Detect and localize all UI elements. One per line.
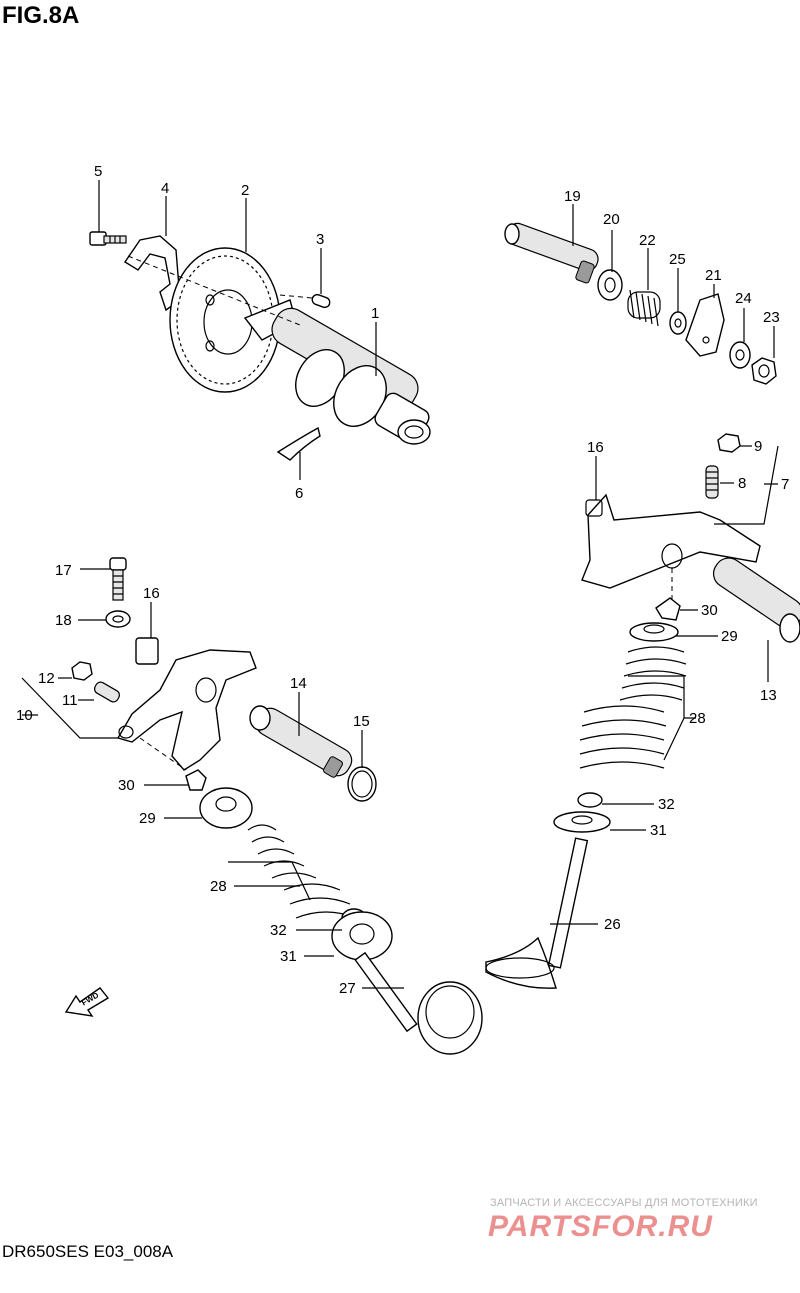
callout-17: 17	[55, 562, 72, 579]
callout-18: 18	[55, 612, 72, 629]
watermark-tagline: ЗАПЧАСТИ И АКСЕССУАРЫ ДЛЯ МОТОТЕХНИКИ	[490, 1197, 758, 1209]
callout-14: 14	[290, 675, 307, 692]
callout-22: 22	[639, 232, 656, 249]
callout-1: 1	[371, 305, 379, 322]
spring-seat-31-left-part[interactable]	[331, 911, 393, 961]
callout-30-left: 30	[118, 777, 135, 794]
dowel-pin-part[interactable]	[311, 293, 331, 309]
callout-labels: 5 4 2 3 1 6 19 20 22 25 21 24 23 16 9 8 …	[16, 163, 789, 997]
callout-7: 7	[781, 476, 789, 493]
cam-bolt-part[interactable]	[89, 231, 127, 246]
callout-28-left: 28	[210, 878, 227, 895]
callout-31-right: 31	[650, 822, 667, 839]
exhaust-valve-26-part[interactable]	[485, 837, 589, 989]
callout-29-right: 29	[721, 628, 738, 645]
rocker-shaft-upper-part[interactable]	[504, 221, 601, 284]
callout-4: 4	[161, 180, 169, 197]
spring-22-part[interactable]	[627, 289, 661, 327]
washer-24-part[interactable]	[729, 341, 751, 369]
watermark-logo: PARTSFOR.RU	[488, 1210, 713, 1243]
callout-5: 5	[94, 163, 102, 180]
cap-16-left-part[interactable]	[135, 637, 159, 665]
rocker-shaft-14-part[interactable]	[249, 704, 356, 780]
adjust-screw-8-part[interactable]	[705, 465, 719, 499]
callout-10: 10	[16, 707, 33, 724]
spring-retainer-29-right-part[interactable]	[629, 622, 679, 642]
bolt-17-part[interactable]	[109, 557, 127, 601]
adjust-screw-11-part[interactable]	[93, 680, 122, 703]
spring-retainer-29-left-part[interactable]	[199, 787, 253, 829]
callout-15: 15	[353, 713, 370, 730]
camshaft-part[interactable]	[243, 299, 432, 446]
callout-23: 23	[763, 309, 780, 326]
leader-lines	[21, 180, 779, 989]
o-ring-15-part[interactable]	[347, 766, 377, 802]
rocker-arm-right-part[interactable]	[581, 493, 761, 589]
callout-8: 8	[738, 475, 746, 492]
nut-9-part[interactable]	[717, 433, 741, 453]
valve-springs-28-right-part[interactable]	[579, 646, 687, 769]
rocker-shaft-right-part[interactable]	[708, 553, 800, 643]
rocker-arm-left-part[interactable]	[116, 649, 257, 771]
nut-23-part[interactable]	[751, 357, 777, 385]
callout-6: 6	[295, 485, 303, 502]
diagram-code: DR650SES E03_008A	[2, 1242, 174, 1261]
spring-seat-31-right-part[interactable]	[553, 811, 611, 833]
figure-title: FIG.8A	[2, 2, 80, 29]
callout-31-left: 31	[280, 948, 297, 965]
callout-32-left: 32	[270, 922, 287, 939]
callout-29-left: 29	[139, 810, 156, 827]
valve-cotter-30-left-part[interactable]	[185, 769, 207, 791]
callout-13: 13	[760, 687, 777, 704]
lock-washer-part[interactable]	[124, 235, 181, 312]
circlip-part[interactable]	[276, 426, 321, 461]
callout-2: 2	[241, 182, 249, 199]
callout-28-right: 28	[689, 710, 706, 727]
washer-20-part[interactable]	[597, 269, 623, 301]
callout-21: 21	[705, 267, 722, 284]
callout-11: 11	[62, 692, 78, 709]
callout-25: 25	[669, 251, 686, 268]
bracket-21-part[interactable]	[685, 293, 725, 357]
nut-12-part[interactable]	[71, 661, 93, 681]
callout-9: 9	[754, 438, 762, 455]
washer-18-part[interactable]	[105, 610, 131, 628]
callout-27: 27	[339, 980, 356, 997]
callout-16-left: 16	[143, 585, 160, 602]
callout-32-right: 32	[658, 796, 675, 813]
valve-cotter-30-right-part[interactable]	[655, 597, 681, 621]
oil-seal-32-right-part[interactable]	[577, 792, 603, 808]
callout-30-right: 30	[701, 602, 718, 619]
intake-valve-27-part[interactable]	[354, 951, 483, 1055]
washer-25-part[interactable]	[669, 311, 687, 335]
callout-20: 20	[603, 211, 620, 228]
callout-16-right: 16	[587, 439, 604, 456]
valve-springs-28-left-part[interactable]	[247, 824, 357, 919]
callout-12: 12	[38, 670, 55, 687]
callout-3: 3	[316, 231, 324, 248]
callout-26: 26	[604, 916, 621, 933]
callout-19: 19	[564, 188, 581, 205]
fwd-arrow-icon: FWD	[64, 987, 110, 1017]
callout-24: 24	[735, 290, 752, 307]
